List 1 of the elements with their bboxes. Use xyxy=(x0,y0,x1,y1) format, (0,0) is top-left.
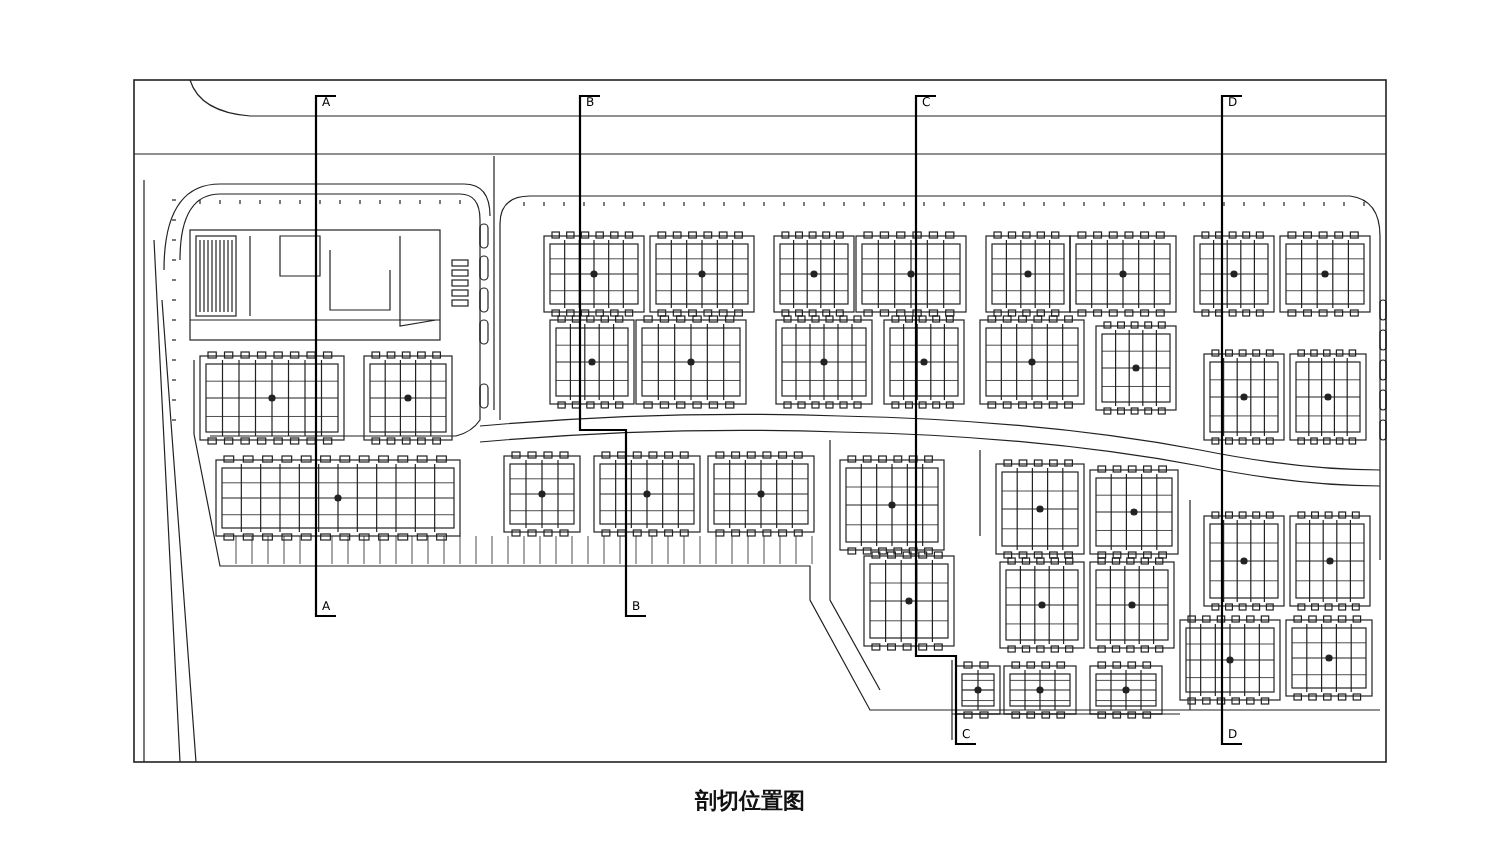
caption: 剖切位置图 xyxy=(695,788,805,814)
